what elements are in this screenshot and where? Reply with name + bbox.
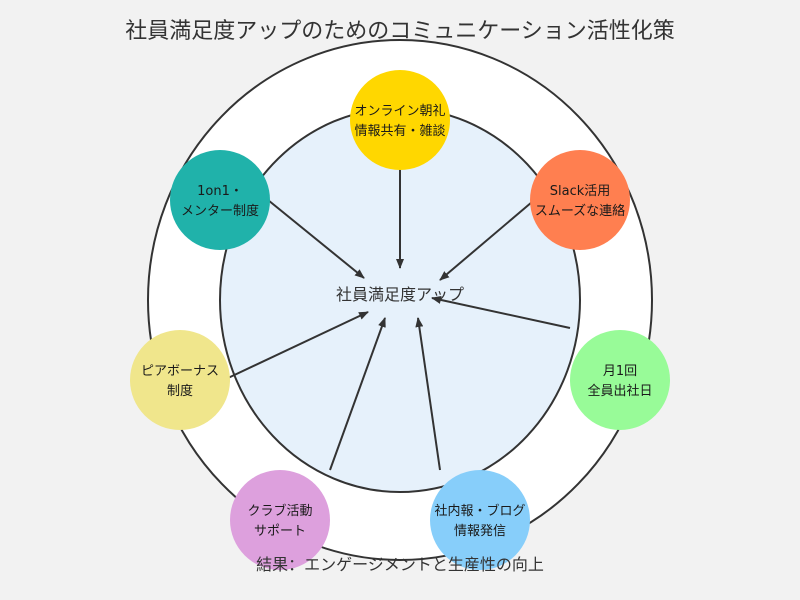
node-circle-monthly	[570, 330, 670, 430]
result-text: 結果：エンゲージメントと生産性の向上	[256, 555, 544, 574]
arrow-newsletter	[415, 317, 441, 471]
arrow-1on1	[267, 199, 365, 279]
node-label-monthly-1: 月1回	[603, 364, 637, 379]
node-circle-newsletter	[430, 470, 530, 570]
node-label-morning-2: 情報共有・雑談	[354, 123, 445, 139]
node-label-slack-2: スムーズな連絡	[535, 203, 625, 219]
node-circle-1on1	[170, 150, 270, 250]
node-circle-peer-bonus	[130, 330, 230, 430]
node-label-slack-1: Slack活用	[550, 184, 611, 199]
arrow-slack	[439, 201, 533, 281]
node-label-1on1-1: 1on1・	[197, 184, 243, 199]
arrow-monthly	[431, 296, 571, 329]
arrow-club	[329, 317, 386, 471]
node-label-peer-bonus-2: 制度	[167, 383, 193, 399]
node-circle-slack	[530, 150, 630, 250]
node-label-newsletter-2: 情報発信	[454, 524, 506, 539]
node-label-monthly-2: 全員出社日	[587, 383, 652, 399]
arrow-group	[227, 168, 571, 471]
arrow-peer-bonus	[227, 311, 369, 379]
center-label: 社員満足度アップ	[336, 285, 464, 304]
node-label-newsletter-1: 社内報・ブログ	[434, 503, 525, 519]
node-circle-club	[230, 470, 330, 570]
node-circle-morning	[350, 70, 450, 170]
node-1on1: 1on1・メンター制度	[170, 150, 270, 250]
node-label-club-2: サポート	[254, 524, 306, 539]
node-label-1on1-2: メンター制度	[181, 203, 259, 219]
node-label-club-1: クラブ活動	[247, 503, 312, 519]
node-label-peer-bonus-1: ピアボーナス	[141, 364, 219, 379]
node-label-morning-1: オンライン朝礼	[354, 103, 445, 119]
